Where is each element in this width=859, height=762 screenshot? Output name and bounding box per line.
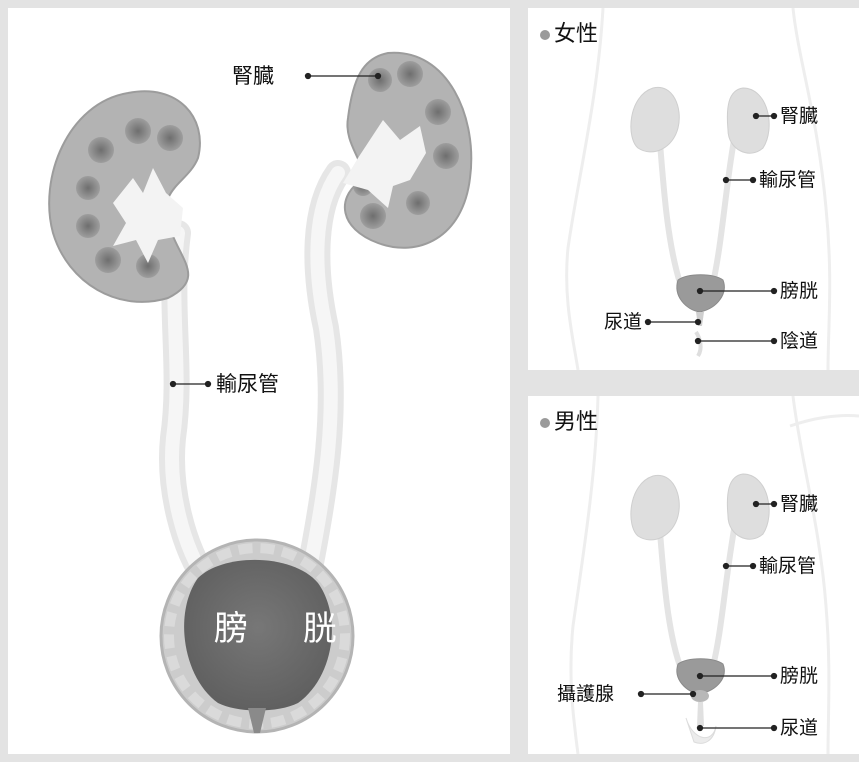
male-prostate-label: 攝護腺 [557, 685, 614, 704]
female-left-kidney [631, 87, 679, 152]
male-kidney-label: 腎臓 [780, 495, 818, 514]
male-left-kidney [631, 475, 679, 540]
male-bladder-label: 膀胱 [780, 667, 818, 686]
female-bladder [677, 275, 724, 356]
male-ureter-label: 輸尿管 [759, 557, 816, 576]
right-kidney [343, 53, 471, 248]
left-kidney [49, 91, 200, 302]
bullet-dot-icon [540, 30, 550, 40]
male-heading: 男性 [540, 412, 598, 434]
female-right-kidney [727, 88, 769, 153]
bullet-dot-icon [540, 418, 550, 428]
main-urinary-diagram: 腎臓 輸尿管 膀 胱 [8, 8, 510, 754]
female-heading: 女性 [540, 24, 598, 46]
male-diagram: 男性 腎臓 輸尿管 膀胱 攝護腺 尿道 [528, 396, 859, 754]
male-right-kidney [727, 474, 769, 539]
female-kidney-label: 腎臓 [780, 107, 818, 126]
main-kidney-label: 腎臓 [232, 66, 274, 87]
female-vagina-label: 陰道 [780, 332, 818, 351]
main-ureter-label: 輸尿管 [216, 374, 279, 395]
main-bladder-label: 膀 胱 [214, 612, 359, 646]
female-heading-text: 女性 [554, 24, 598, 46]
male-heading-text: 男性 [554, 412, 598, 434]
male-urethra-label: 尿道 [780, 719, 818, 738]
female-diagram: 女性 腎臓 輸尿管 膀胱 尿道 陰道 [528, 8, 859, 370]
female-ureter-label: 輸尿管 [759, 171, 816, 190]
female-bladder-label: 膀胱 [780, 282, 818, 301]
female-urethra-label: 尿道 [604, 313, 642, 332]
